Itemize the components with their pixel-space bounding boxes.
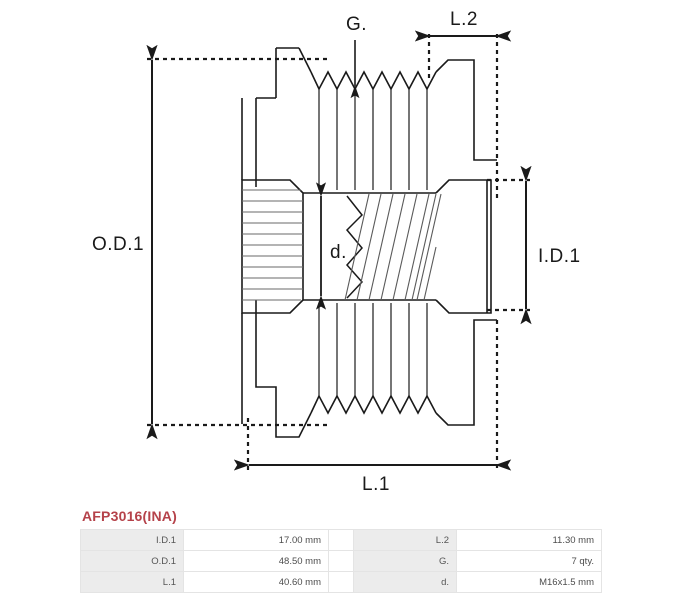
label-l1: L.1 bbox=[362, 474, 390, 495]
thread-section-hatch bbox=[344, 193, 442, 301]
thread-crest-profile bbox=[345, 195, 364, 299]
groove-root-lines-lower bbox=[318, 303, 428, 396]
outline-hub-block bbox=[435, 179, 492, 314]
spec-value: 17.00 mm bbox=[183, 529, 329, 551]
outline-lower-right-rim bbox=[435, 319, 497, 426]
table-row: O.D.1 48.50 mm G. 7 qty. bbox=[80, 550, 602, 572]
outline-upper-left-chamfer bbox=[298, 47, 312, 73]
spec-key: G. bbox=[353, 550, 457, 572]
part-number-title: AFP3016(INA) bbox=[82, 508, 177, 524]
label-g: G. bbox=[346, 14, 367, 35]
spec-key: L.1 bbox=[80, 571, 184, 593]
internal-thread bbox=[345, 195, 364, 299]
spec-table: I.D.1 17.00 mm L.2 11.30 mm O.D.1 48.50 … bbox=[80, 529, 602, 593]
table-row: I.D.1 17.00 mm L.2 11.30 mm bbox=[80, 529, 602, 551]
spec-key: L.2 bbox=[353, 529, 457, 551]
table-row: L.1 40.60 mm d. M16x1.5 mm bbox=[80, 571, 602, 593]
spec-value: M16x1.5 mm bbox=[456, 571, 602, 593]
outline-lower-left-rim bbox=[255, 300, 312, 438]
outline-upper-right-rim bbox=[435, 59, 497, 161]
outline-lower-grooves bbox=[310, 394, 437, 415]
spec-key: O.D.1 bbox=[80, 550, 184, 572]
outline-upper-grooves bbox=[310, 70, 437, 91]
label-od1: O.D.1 bbox=[92, 234, 144, 255]
spec-value: 11.30 mm bbox=[456, 529, 602, 551]
spec-column-spacer bbox=[328, 571, 354, 593]
label-d: d. bbox=[330, 242, 347, 263]
spec-key: d. bbox=[353, 571, 457, 593]
spec-column-spacer bbox=[328, 529, 354, 551]
pulley-cross-section-svg: O.D.1 I.D.1 L.1 L.2 G. d. bbox=[92, 9, 581, 495]
groove-root-lines-upper bbox=[318, 89, 428, 190]
spec-value: 48.50 mm bbox=[183, 550, 329, 572]
spec-key: I.D.1 bbox=[80, 529, 184, 551]
label-id1: I.D.1 bbox=[538, 246, 581, 267]
spec-table-body: I.D.1 17.00 mm L.2 11.30 mm O.D.1 48.50 … bbox=[80, 529, 602, 593]
dimension-lines bbox=[146, 30, 532, 471]
outline-knurl-boss bbox=[241, 179, 304, 314]
label-l2: L.2 bbox=[450, 9, 478, 30]
technical-drawing: O.D.1 I.D.1 L.1 L.2 G. d. bbox=[92, 9, 581, 495]
spec-block: AFP3016(INA) I.D.1 17.00 mm L.2 11.30 mm… bbox=[80, 508, 602, 593]
knurl-hatch bbox=[242, 189, 303, 301]
part-outline bbox=[241, 47, 497, 438]
spec-column-spacer bbox=[328, 550, 354, 572]
spec-value: 40.60 mm bbox=[183, 571, 329, 593]
spec-value: 7 qty. bbox=[456, 550, 602, 572]
